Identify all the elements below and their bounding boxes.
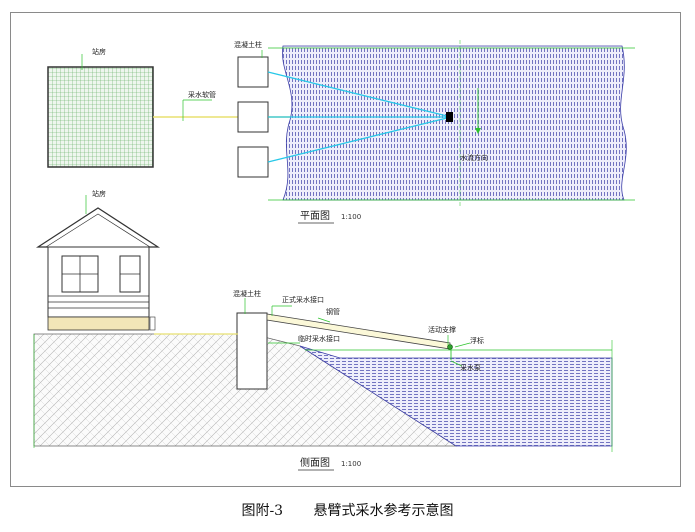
river-plan [282,45,627,201]
plan-view-scale: 1:100 [341,213,361,221]
figure-number: 图附-3 [241,503,284,519]
temp-intake-label: 临时采水接口 [298,334,340,343]
movable-support-label: 活动支撑 [428,325,456,334]
side-view-scale: 1:100 [341,460,361,468]
float-label: 浮标 [470,336,484,345]
figure-caption: 图附-3 悬臂式采水参考示意图 [0,500,695,520]
steel-pipe [266,313,451,350]
station-plan [47,66,154,168]
figure-title: 悬臂式采水参考示意图 [313,503,454,519]
concrete-column-side [236,312,268,390]
schematic-drawing: 站房 采水软管 混凝土柱 水流方向 平面图 1:100 [33,40,635,471]
flow-direction-label: 水流方向 [460,153,488,162]
concrete-side-label: 混凝土柱 [233,289,261,298]
hose-1 [267,71,448,117]
formal-intake-label: 正式采水接口 [282,295,324,304]
pump-label: 采水泵 [460,363,481,372]
steel-pipe-label: 钢管 [326,307,340,316]
plan-view-title: 平面图 [300,210,330,222]
side-view-title: 侧面图 [300,456,330,469]
hose-3 [267,117,448,163]
soft-pipe-label: 采水软管 [188,90,216,99]
intake-point [446,112,453,122]
concrete-plan-label: 混凝土柱 [234,40,262,49]
movable-support [447,344,453,350]
concrete-column-2 [237,101,269,133]
concrete-column-1 [237,56,269,88]
station-plan-label: 站房 [92,47,106,56]
concrete-column-3 [237,146,269,178]
station-side-label: 站房 [92,189,106,198]
station-house [35,207,161,331]
